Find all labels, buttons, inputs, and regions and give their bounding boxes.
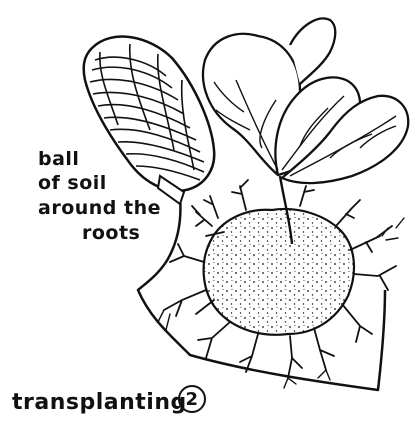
soil-ball-label-line-4: roots — [82, 224, 140, 243]
soil-ball-label-line-2: of soil — [38, 174, 107, 193]
soil-ball — [204, 209, 354, 335]
soil-ball-label-line-3: around the — [38, 199, 161, 218]
caption: transplanting — [12, 390, 187, 415]
soil-ball-label-line-1: ball — [38, 150, 79, 169]
step-number-badge: 2 — [178, 385, 206, 413]
seedling-leaves — [203, 18, 408, 183]
caption-text: transplanting — [12, 390, 187, 415]
step-number: 2 — [185, 389, 198, 410]
